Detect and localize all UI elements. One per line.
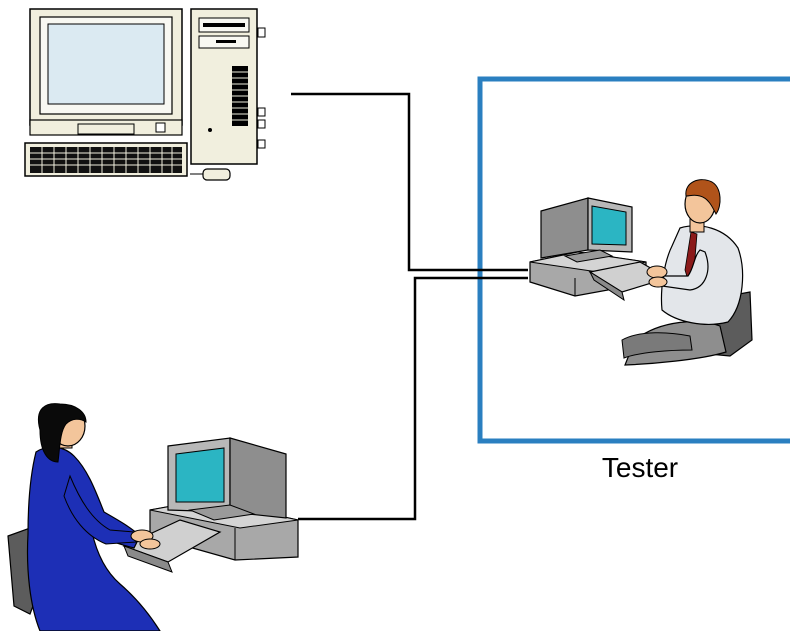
woman-at-computer-icon — [7, 403, 299, 631]
tester-frame — [477, 76, 790, 444]
wire-user-to-tester — [298, 276, 528, 521]
tester-label: Tester — [601, 452, 679, 483]
desktop-computer-icon — [24, 8, 266, 181]
wire-desktop-to-tester — [291, 92, 528, 272]
man-at-computer-icon — [529, 179, 753, 366]
